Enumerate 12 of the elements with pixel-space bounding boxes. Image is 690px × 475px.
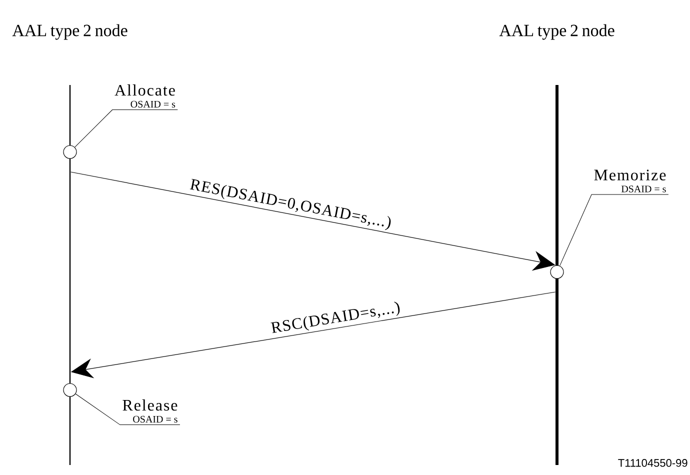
event-circle: [63, 383, 77, 397]
annotation-text: Memorize DSAID = s: [594, 170, 666, 192]
annotation-text: Release OSAID = s: [122, 399, 178, 423]
annotation-text: Allocate OSAID = s: [114, 84, 176, 108]
leader-line: [560, 194, 669, 266]
node-heading: AAL type 2 node: [499, 24, 614, 40]
figure-number: T11104550-99: [618, 459, 688, 467]
leader-line: [74, 110, 178, 148]
event-circle: [550, 265, 564, 279]
node-heading: AAL type 2 node: [12, 24, 128, 40]
leader-line: [75, 394, 180, 426]
event-circle: [63, 145, 77, 159]
